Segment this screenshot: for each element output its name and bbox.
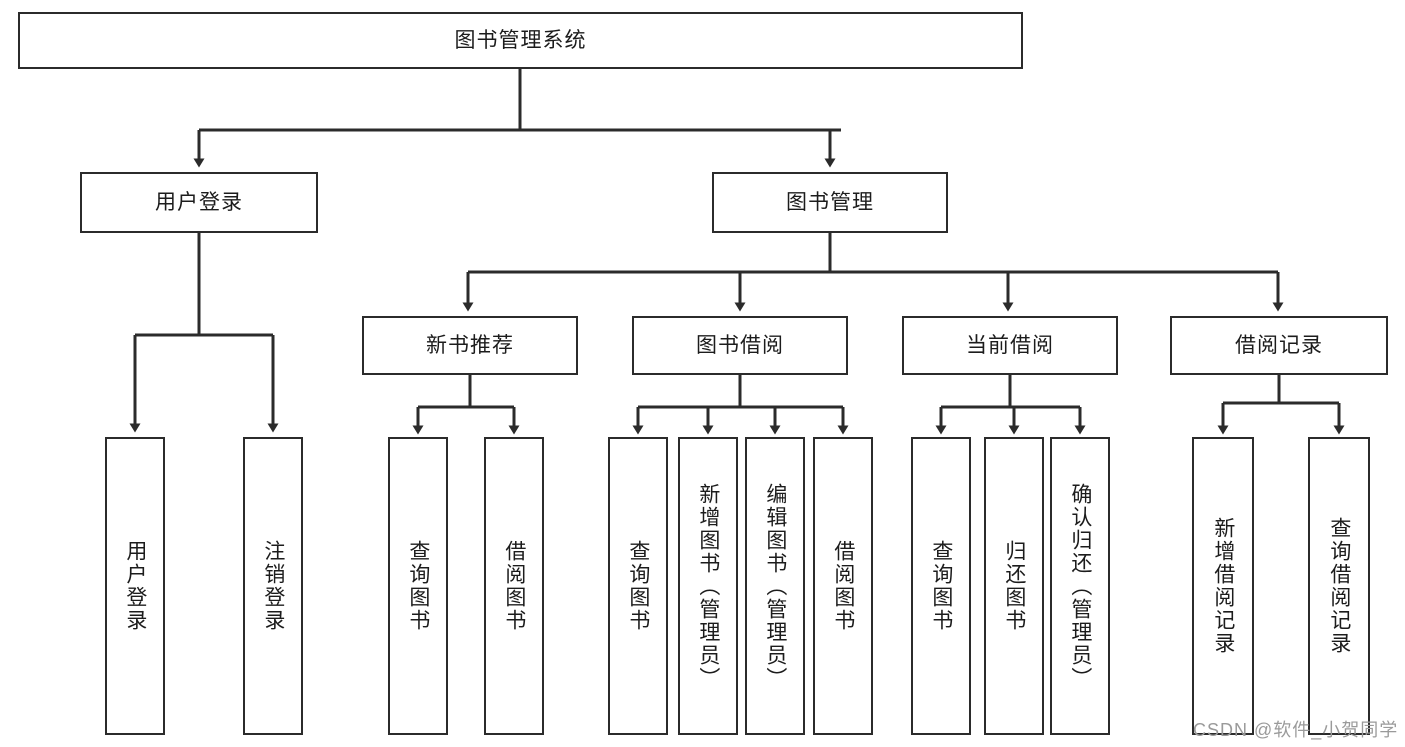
node-leaf[interactable]: 查询图书 [388, 437, 448, 735]
node-label: 借阅图书 [502, 540, 526, 632]
node-label: 借阅记录 [1235, 333, 1323, 357]
node-label: 编辑图书（管理员） [763, 482, 787, 690]
node-label: 图书借阅 [696, 333, 784, 357]
node-label: 借阅图书 [831, 540, 855, 632]
watermark: CSDN @软件_小贺同学 [1193, 720, 1399, 740]
node-label: 当前借阅 [966, 333, 1054, 357]
node-leaf[interactable]: 新增借阅记录 [1192, 437, 1254, 735]
node-leaf[interactable]: 编辑图书（管理员） [745, 437, 805, 735]
node-leaf[interactable]: 查询图书 [608, 437, 668, 735]
node-label: 图书管理系统 [454, 28, 587, 52]
node-new-book-recommend[interactable]: 新书推荐 [362, 316, 578, 375]
node-leaf[interactable]: 借阅图书 [813, 437, 873, 735]
node-label: 查询图书 [929, 540, 953, 632]
node-book-management[interactable]: 图书管理 [712, 172, 948, 233]
node-label: 新书推荐 [426, 333, 514, 357]
node-leaf[interactable]: 确认归还（管理员） [1050, 437, 1110, 735]
node-root-system[interactable]: 图书管理系统 [18, 12, 1023, 69]
node-label: 用户登录 [155, 190, 243, 214]
node-leaf[interactable]: 用户登录 [105, 437, 165, 735]
node-label: 查询图书 [406, 540, 430, 632]
node-leaf[interactable]: 借阅图书 [484, 437, 544, 735]
node-leaf[interactable]: 归还图书 [984, 437, 1044, 735]
node-borrow-records[interactable]: 借阅记录 [1170, 316, 1388, 375]
node-label: 归还图书 [1002, 540, 1026, 632]
node-label: 新增图书（管理员） [696, 482, 720, 690]
node-user-login[interactable]: 用户登录 [80, 172, 318, 233]
node-leaf[interactable]: 注销登录 [243, 437, 303, 735]
node-label: 注销登录 [261, 540, 285, 632]
node-leaf[interactable]: 查询借阅记录 [1308, 437, 1370, 735]
node-leaf[interactable]: 新增图书（管理员） [678, 437, 738, 735]
node-label: 查询图书 [626, 540, 650, 632]
node-label: 用户登录 [123, 540, 147, 632]
node-leaf[interactable]: 查询图书 [911, 437, 971, 735]
node-label: 新增借阅记录 [1211, 517, 1235, 655]
node-label: 图书管理 [786, 190, 874, 214]
node-current-borrow[interactable]: 当前借阅 [902, 316, 1118, 375]
node-label: 查询借阅记录 [1327, 517, 1351, 655]
node-book-borrow[interactable]: 图书借阅 [632, 316, 848, 375]
node-label: 确认归还（管理员） [1068, 482, 1092, 690]
